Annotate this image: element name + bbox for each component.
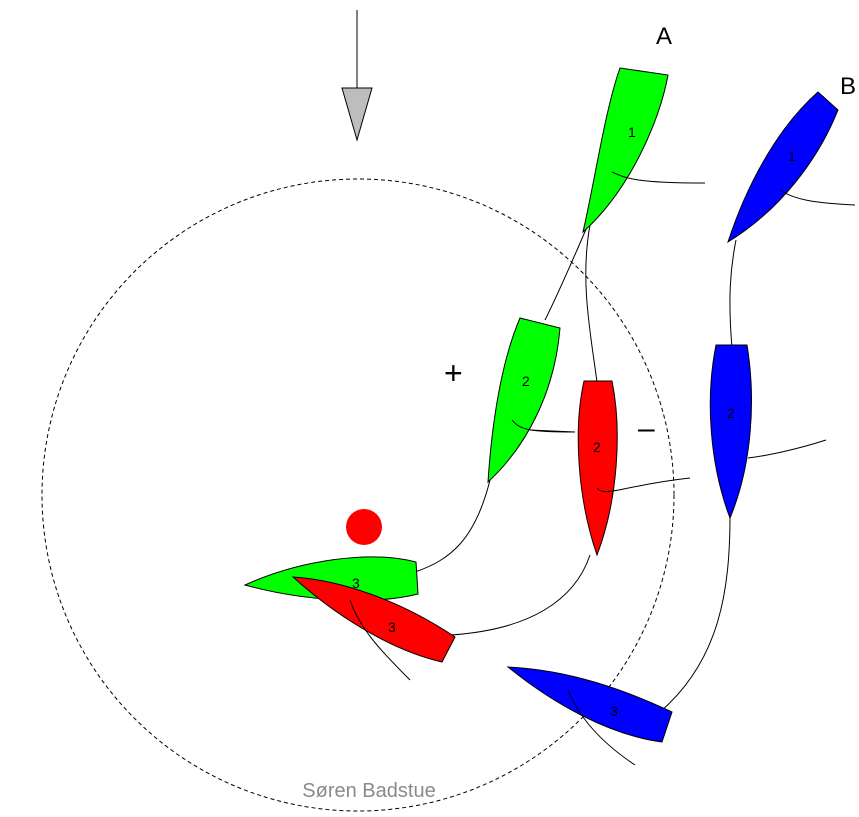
boat-a-3-number: 3 (352, 575, 360, 591)
red-2-number: 2 (593, 439, 601, 455)
zone-circle (41, 178, 675, 812)
boat-a-2-number: 2 (522, 373, 530, 389)
boat-b-position-2: 2 (709, 344, 827, 520)
minus-sign: – (638, 412, 655, 445)
boat-b-position-1: 1 (727, 91, 856, 244)
boat-a-position-1: 1 (582, 67, 706, 234)
mark-buoy (346, 509, 382, 545)
boat-b-position-3: 3 (506, 666, 673, 766)
boat-a-position-3: 3 (243, 556, 419, 601)
boat-a-label: A (656, 23, 672, 50)
track-lines (414, 219, 737, 713)
plus-sign: + (444, 355, 463, 391)
boat-b-3-number: 3 (610, 703, 618, 719)
boat-b-1-number: 1 (788, 148, 796, 164)
boat-b-label: B (840, 73, 856, 100)
credit-text: Søren Badstue (302, 780, 436, 802)
red-boat-position-3: 3 (291, 576, 456, 681)
wind-arrow (341, 10, 373, 142)
red-boat-position-2: 2 (577, 380, 691, 557)
boat-a-position-2: 2 (487, 317, 576, 484)
boat-b-2-number: 2 (727, 405, 735, 421)
boat-a-1-number: 1 (628, 124, 636, 140)
red-3-number: 3 (388, 619, 396, 635)
